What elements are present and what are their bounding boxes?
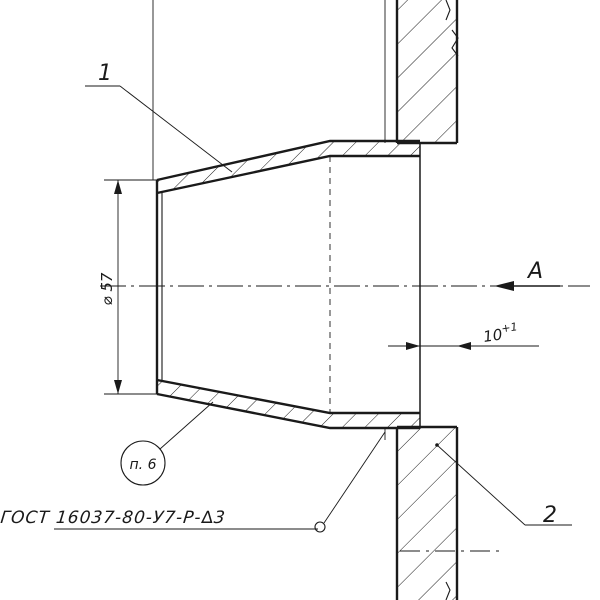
gap-dimension-label: 10+1	[482, 320, 520, 346]
view-a-indicator: A	[494, 259, 560, 291]
note-circle	[120, 440, 166, 486]
part-2-callout: 2	[435, 443, 572, 528]
cone-upper-wall	[157, 141, 420, 193]
cone-lower-wall	[157, 380, 420, 428]
center-lines	[100, 0, 590, 552]
view-a-label: A	[526, 259, 543, 284]
diameter-dimension: ⌀ 57	[98, 179, 157, 395]
wall-plate	[395, 0, 459, 600]
cone-transition	[155, 139, 420, 430]
weld-circle	[314, 521, 326, 533]
diameter-label: ⌀ 57	[98, 272, 116, 305]
part-2-label: 2	[543, 503, 557, 528]
part-1-callout: 1	[85, 61, 233, 173]
wall-upper-section	[397, 0, 457, 143]
wall-lower-section	[397, 427, 457, 600]
gap-dimension: 10+1	[388, 300, 539, 356]
weld-symbol-label: ГОСТ 16037-80-У7-Р-∆3	[0, 508, 227, 528]
part-1-label: 1	[98, 61, 112, 86]
note-callout: п. 6	[120, 401, 214, 486]
note-label: п. 6	[130, 457, 157, 473]
weld-callout: ГОСТ 16037-80-У7-Р-∆3	[0, 431, 386, 533]
